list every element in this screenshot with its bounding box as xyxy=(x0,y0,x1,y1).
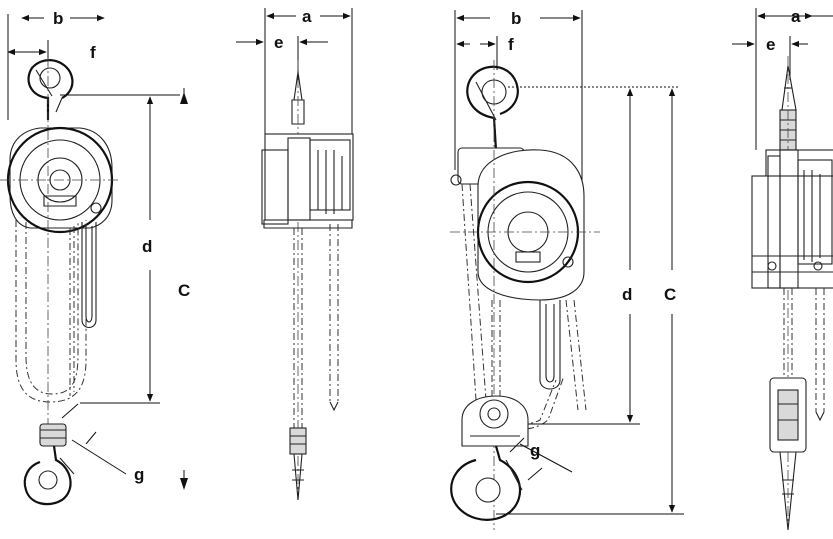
dimension-c-right: C xyxy=(496,88,684,515)
label-b-right: b xyxy=(511,9,521,28)
label-f-left: f xyxy=(90,43,96,62)
hoist-front-view-large: b f xyxy=(450,9,684,530)
dimension-a-left-side: a xyxy=(264,7,353,140)
dimension-b-left: b xyxy=(7,9,105,120)
dimension-b-right: b xyxy=(454,9,583,200)
dimension-f-left: f xyxy=(7,40,96,62)
dimension-e-left-side: e xyxy=(236,33,328,80)
label-c-right: C xyxy=(664,285,676,304)
label-d-right: d xyxy=(622,285,632,304)
label-g-left: g xyxy=(134,465,144,484)
dimension-g-left: g xyxy=(61,403,144,484)
hoist-side-view-small: a e xyxy=(236,7,354,501)
label-g-right: g xyxy=(530,441,540,460)
dimension-g-right: g xyxy=(509,437,573,481)
dimension-a-right-side: a xyxy=(755,7,833,150)
hoist-front-view-small: b f xyxy=(0,9,190,506)
dimension-e-right-side: e xyxy=(732,35,808,80)
label-f-right: f xyxy=(508,35,514,54)
dimension-d-right: d xyxy=(508,86,680,425)
dimension-f-right: f xyxy=(456,35,514,70)
label-a-right-side: a xyxy=(791,7,801,26)
label-e-left-side: e xyxy=(274,33,283,52)
hoist-side-view-large: a e xyxy=(732,7,833,531)
dimension-c-left: C xyxy=(178,88,190,490)
dimension-d-left: d xyxy=(60,94,180,404)
label-e-right-side: e xyxy=(766,35,775,54)
label-a-left-side: a xyxy=(302,7,312,26)
label-d-left: d xyxy=(142,237,152,256)
label-c-left: C xyxy=(178,281,190,300)
label-b-left: b xyxy=(53,9,63,28)
